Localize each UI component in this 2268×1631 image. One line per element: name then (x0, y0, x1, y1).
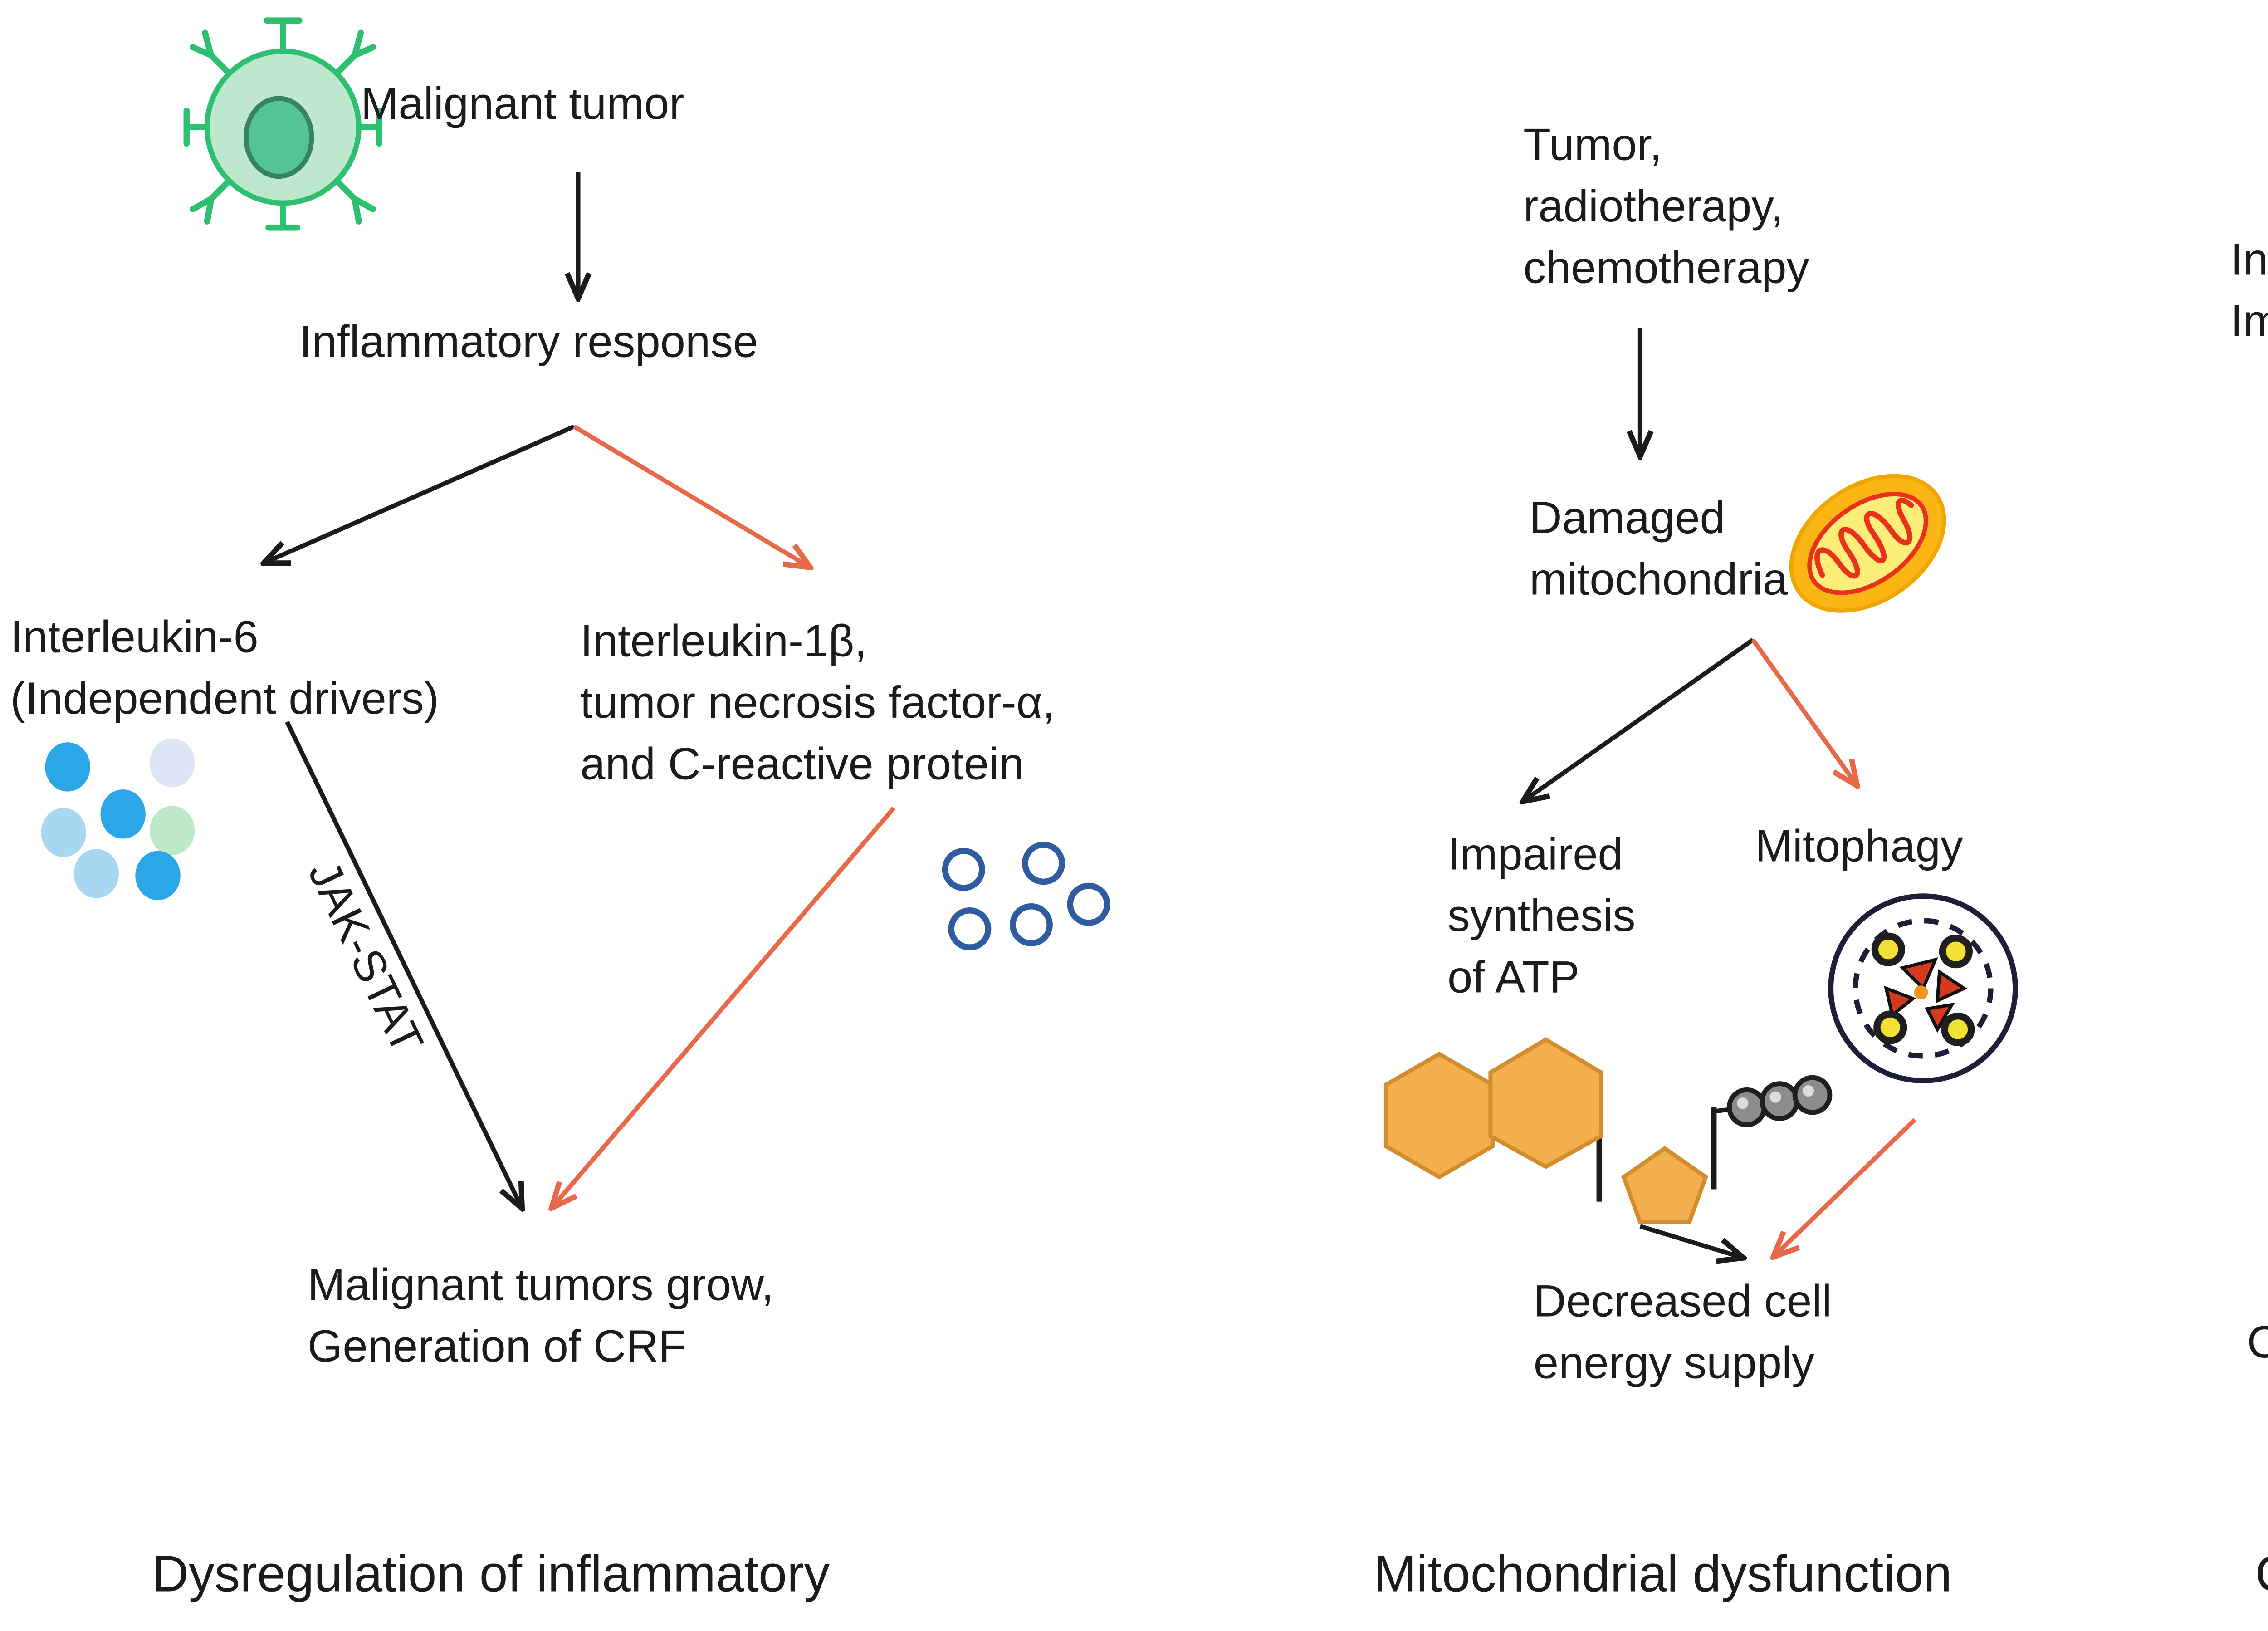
node-mitophagy: Mitophagy (1755, 820, 1963, 872)
node-inflammatory-immune: Inflammatory response, Immune response (2231, 230, 2268, 353)
grow-line2: Generation of CRF (307, 1320, 686, 1372)
damaged-line1: Damaged (1529, 492, 1725, 544)
caption-dysregulation: Dysregulation of inflammatory (152, 1546, 830, 1604)
mito-cristae (1814, 498, 1914, 579)
malignant-tumor-cell-icon (183, 17, 382, 231)
dot (73, 849, 119, 898)
node-tumor-radio-chemo: Tumor, radiotherapy, chemotherapy (1523, 115, 1809, 299)
arrow-inflammatory-to-il6 (267, 424, 575, 562)
cell-nucleus (243, 96, 314, 179)
cytokine-dots-icon (41, 738, 195, 901)
node-damaged-mitochondria: Damaged mitochondria (1530, 488, 1788, 611)
energy-line1: Decreased cell (1533, 1275, 1832, 1327)
arrow-atp-to-energy (1639, 1224, 1740, 1257)
ribose-pentagon (1621, 1146, 1708, 1224)
adenine-hexagon (1488, 1037, 1603, 1169)
mitophagy-vesicle-icon (1828, 893, 2018, 1083)
mitochondria-icon (1789, 474, 1946, 613)
impaired-line3: of ATP (1447, 951, 1580, 1003)
label-malignant-tumor: Malignant tumor (361, 78, 684, 129)
phosphate-groups (1727, 1075, 1833, 1127)
caption-genetic: Genetic polymorphism (2255, 1546, 2268, 1606)
response-line2: Immune response (2230, 295, 2268, 347)
node-decreased-energy: Decreased cell energy supply (1534, 1271, 1832, 1394)
arrow-il1b-to-outcome (553, 806, 896, 1206)
il6-line1: Interleukin-6 (10, 611, 259, 662)
node-tumors-grow: Malignant tumors grow, Generation of CRF (308, 1255, 774, 1378)
rings (942, 842, 1110, 950)
caption-mitochondrial: Mitochondrial dysfunction (1374, 1546, 1952, 1604)
grow-line1: Malignant tumors grow, (307, 1259, 774, 1311)
il1b-line1: Interleukin-1β, (580, 615, 867, 666)
impaired-line1: Impaired (1447, 828, 1623, 880)
adenine-hexagon (1383, 1051, 1495, 1180)
degraded-fragments (1871, 932, 1975, 1047)
cell-spikes (183, 17, 382, 231)
dot (149, 738, 195, 788)
arrow-mitochondria-to-atp (1525, 638, 1755, 800)
response-line1: Inflammatory response, (2230, 234, 2268, 285)
dot (135, 851, 181, 901)
damaged-line2: mitochondria (1529, 553, 1788, 605)
arrow-mitochondria-to-mitophagy (1751, 638, 1855, 783)
cause-line3: chemotherapy (1523, 242, 1809, 294)
dot (149, 806, 195, 855)
node-impaired-atp: Impaired synthesis of ATP (1447, 824, 1636, 1009)
dot (100, 789, 146, 839)
atp-molecule-icon (1383, 1037, 1833, 1224)
cause-line2: radiotherapy, (1523, 180, 1784, 232)
protein-rings-icon (942, 842, 1110, 950)
node-interleukin-6: Interleukin-6 (Independent drivers) (10, 607, 439, 730)
mito-inner-membrane (1807, 492, 1928, 595)
node-interleukin-1b: Interleukin-1β, tumor necrosis factor-α,… (580, 611, 1055, 796)
il1b-line3: and C-reactive protein (580, 738, 1024, 790)
mitochondria-body (1789, 474, 1946, 613)
node-inflammatory-response: Inflammatory response (299, 316, 758, 367)
energy-line2: energy supply (1533, 1337, 1814, 1388)
dot (45, 742, 90, 792)
il6-line2: (Independent drivers) (10, 672, 439, 724)
arrow-mitophagy-to-energy (1775, 1118, 1916, 1255)
dot (41, 808, 86, 857)
impaired-line2: synthesis (1447, 890, 1636, 941)
node-cancer-related-fatigue: Cancer-related fatigue (2247, 1313, 2268, 1374)
arrow-jak-stat-to-outcome (285, 720, 521, 1206)
arrow-inflammatory-to-il1b (572, 424, 808, 566)
cause-line1: Tumor, (1523, 119, 1662, 171)
il1b-line2: tumor necrosis factor-α, (580, 676, 1055, 728)
vesicle-inner-dashed-membrane (1853, 918, 1994, 1059)
